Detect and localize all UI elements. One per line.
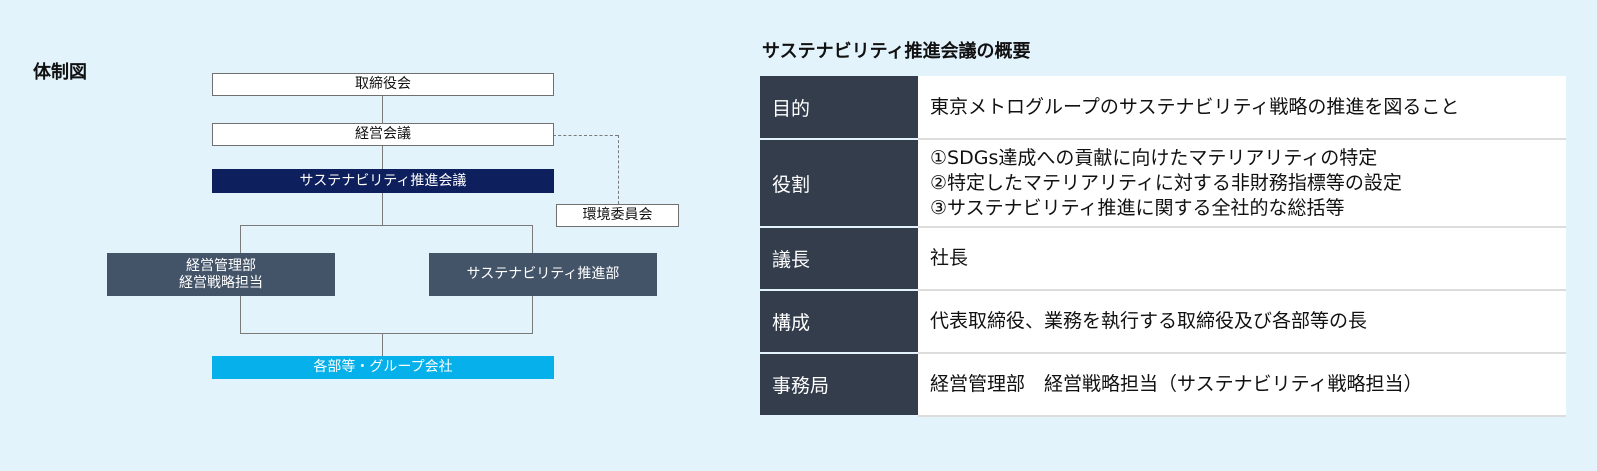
overview-title: サステナビリティ推進会議の概要 [762,41,1031,62]
role-line-1: ①SDGs達成への貢献に向けたマテリアリティの特定 [930,146,1378,169]
node-sustainability-dept-label: サステナビリティ推進部 [466,266,620,282]
role-line-3: ③サステナビリティ推進に関する全社的な総括等 [930,196,1345,219]
node-management-dept-line2: 経営戦略担当 [179,274,263,291]
row-value-role: ①SDGs達成への貢献に向けたマテリアリティの特定 ②特定したマテリアリティに対… [918,139,1566,228]
connector-merge-group [382,333,383,356]
node-sustainability-meeting-label: サステナビリティ推進会議 [299,172,467,189]
row-value-composition: 代表取締役、業務を執行する取締役及び各部等の長 [918,290,1566,354]
overview-row-composition: 構成 代表取締役、業務を執行する取締役及び各部等の長 [760,290,1566,354]
connector-mgmt-sust [382,145,383,169]
node-board: 取締役会 [212,73,554,96]
connector-merge-left [240,296,241,333]
row-value-secretariat: 経営管理部 経営戦略担当（サステナビリティ戦略担当） [918,353,1566,417]
row-label-composition: 構成 [760,290,918,354]
connector-split-right [532,225,533,254]
role-line-2: ②特定したマテリアリティに対する非財務指標等の設定 [930,171,1402,194]
row-value-purpose: 東京メトログループのサステナビリティ戦略の推進を図ること [918,76,1566,140]
node-board-label: 取締役会 [355,76,411,92]
node-group-companies: 各部等・グループ会社 [212,356,554,379]
node-management-dept-line1: 経営管理部 [186,257,256,274]
overview-row-chair: 議長 社長 [760,227,1566,291]
connector-split-top [240,225,533,226]
overview-table: 目的 東京メトログループのサステナビリティ戦略の推進を図ること 役割 ①SDGs… [760,76,1566,417]
connector-board-mgmt [382,95,383,124]
row-label-secretariat: 事務局 [760,353,918,417]
node-sustainability-dept: サステナビリティ推進部 [429,253,657,296]
row-value-chair: 社長 [918,227,1566,291]
overview-row-purpose: 目的 東京メトログループのサステナビリティ戦略の推進を図ること [760,76,1566,140]
node-management-meeting: 経営会議 [212,123,554,146]
connector-dashed-h [553,135,618,136]
overview-row-role: 役割 ①SDGs達成への貢献に向けたマテリアリティの特定 ②特定したマテリアリテ… [760,139,1566,228]
diagram-title: 体制図 [33,62,87,83]
row-label-chair: 議長 [760,227,918,291]
node-management-dept: 経営管理部 経営戦略担当 [107,253,335,296]
connector-split-left [240,225,241,254]
row-label-role: 役割 [760,139,918,228]
node-sustainability-meeting: サステナビリティ推進会議 [212,169,554,193]
overview-row-secretariat: 事務局 経営管理部 経営戦略担当（サステナビリティ戦略担当） [760,353,1566,417]
node-group-companies-label: 各部等・グループ会社 [313,359,453,375]
node-management-meeting-label: 経営会議 [355,126,411,142]
connector-dashed-v [618,135,619,204]
connector-merge-right [532,296,533,333]
connector-sust-split [382,193,383,225]
node-environment-committee-label: 環境委員会 [582,207,653,223]
node-environment-committee: 環境委員会 [556,204,679,227]
row-label-purpose: 目的 [760,76,918,140]
connector-merge-bottom [240,333,533,334]
